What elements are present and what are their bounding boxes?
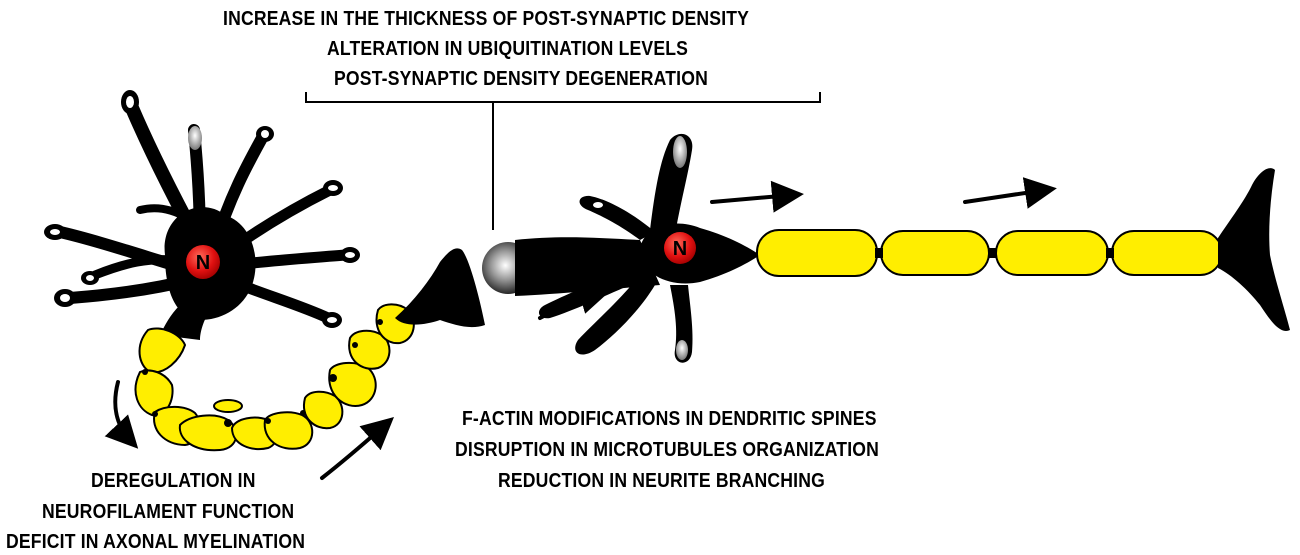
arrow-right-2 (963, 177, 1057, 209)
arrow-left-curve (104, 380, 139, 449)
top-label-bracket (305, 92, 821, 230)
right-axon-myelin (756, 229, 1223, 277)
arrow-right-1 (710, 180, 804, 213)
arrow-dendrite (538, 282, 612, 320)
middle-label-1: F-ACTIN MODIFICATIONS IN DENDRITIC SPINE… (462, 408, 877, 430)
bottom-label-1: DEREGULATION IN (91, 470, 256, 492)
arrow-bottom-up (320, 417, 394, 480)
middle-label-2: DISRUPTION IN MICROTUBULES ORGANIZATION (455, 439, 880, 461)
middle-label-3: REDUCTION IN NEURITE BRANCHING (498, 470, 825, 492)
left-neuron: N (44, 90, 485, 452)
top-label-1: INCREASE IN THE THICKNESS OF POST-SYNAPT… (223, 8, 750, 30)
top-label-3: POST-SYNAPTIC DENSITY DEGENERATION (334, 68, 709, 90)
right-nucleus-label: N (673, 238, 687, 260)
left-dendrite-tips (44, 90, 360, 328)
left-axon-terminal (395, 248, 485, 328)
left-axon-myelin (134, 303, 415, 452)
top-label-2: ALTERATION IN UBIQUITINATION LEVELS (327, 38, 689, 60)
left-nucleus-label: N (196, 252, 210, 274)
left-nucleus (186, 245, 220, 279)
flow-arrows (104, 177, 1057, 480)
right-nucleus (664, 232, 696, 264)
bottom-label-3: DEFICIT IN AXONAL MYELINATION (6, 531, 306, 553)
bottom-label-2: NEUROFILAMENT FUNCTION (42, 501, 295, 523)
right-soma (640, 223, 760, 284)
right-axon-terminal (1218, 168, 1290, 331)
right-neuron: N (482, 133, 1290, 363)
